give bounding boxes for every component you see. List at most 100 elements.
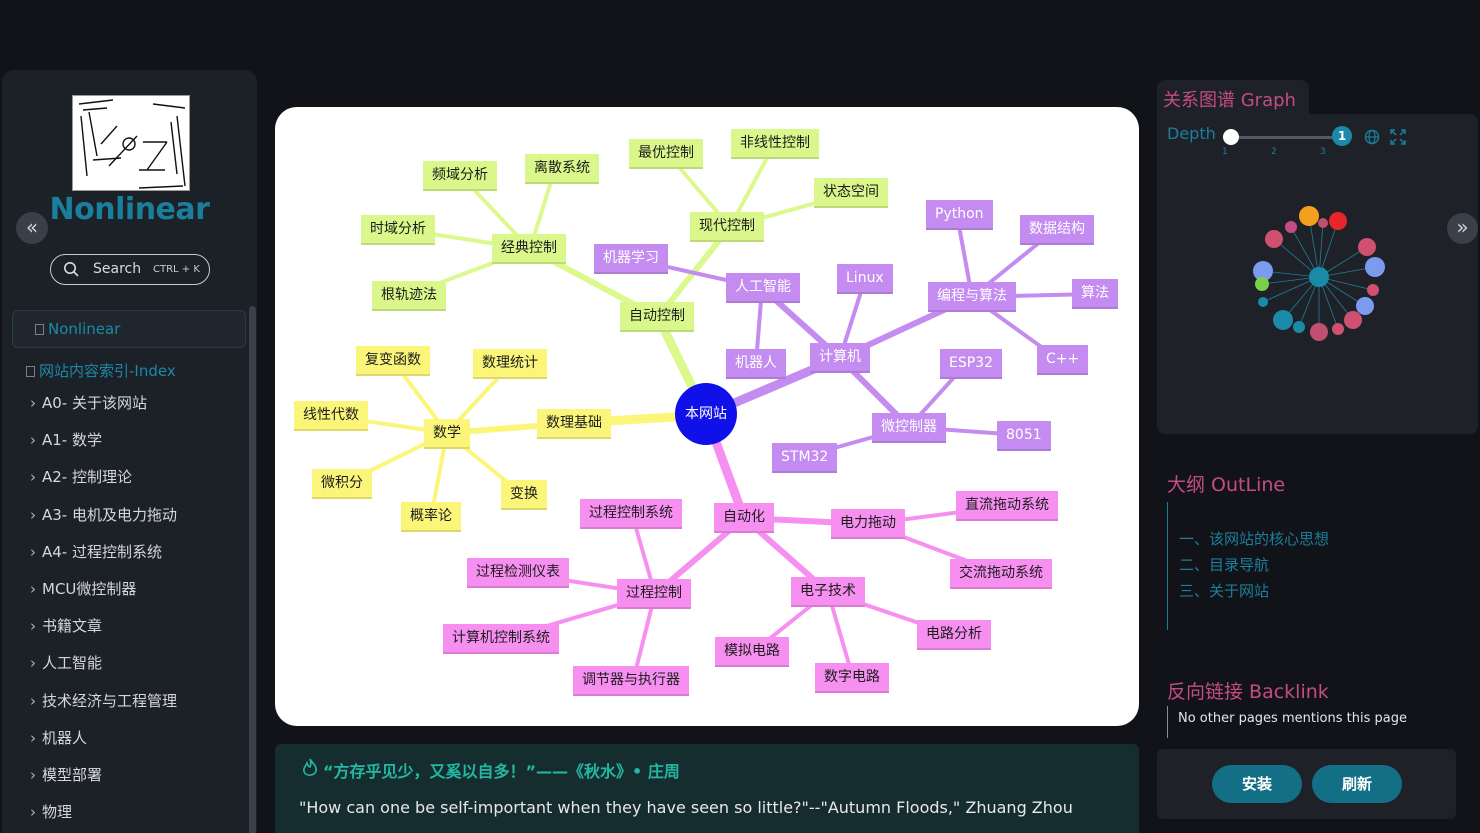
nav-folder-item[interactable]: ›物理 [30, 801, 177, 833]
mindmap-node[interactable]: 时域分析 [361, 215, 435, 245]
outline-item[interactable]: 三、关于网站 [1179, 582, 1270, 600]
mindmap-node[interactable]: 微积分 [312, 469, 372, 499]
relationship-graph[interactable] [1247, 199, 1397, 359]
site-name[interactable]: Nonlinear [49, 192, 210, 227]
chevron-right-icon: › [30, 394, 36, 412]
mindmap-node[interactable]: 算法 [1072, 279, 1118, 309]
nav-folder-label: MCU微控制器 [42, 579, 137, 598]
mindmap-node[interactable]: 概率论 [401, 502, 461, 532]
nav-folder-item[interactable]: ›A1- 数学 [30, 429, 177, 466]
nav-folder-label: A0- 关于该网站 [42, 394, 147, 412]
depth-tick: 1 [1222, 147, 1228, 157]
nav-folder-label: 书籍文章 [42, 617, 103, 636]
expand-icon[interactable] [1390, 129, 1406, 145]
mindmap-node[interactable]: 复变函数 [356, 346, 430, 376]
mindmap-card: 频域分析 离散系统 最优控制 非线性控制 状态空间 时域分析 经典控制 现代控制… [275, 107, 1139, 726]
mindmap-node[interactable]: 电力拖动 [831, 509, 905, 539]
mindmap-node[interactable]: ESP32 [940, 349, 1002, 379]
nav-item-index[interactable]: 网站内容索引-Index [26, 360, 176, 381]
mindmap-node[interactable]: 8051 [997, 421, 1051, 451]
mindmap-node[interactable]: 状态空间 [814, 178, 888, 208]
mindmap-node[interactable]: 离散系统 [525, 154, 599, 184]
depth-slider-track[interactable] [1232, 136, 1342, 139]
nav-folder-item[interactable]: ›A2- 控制理论 [30, 466, 177, 503]
quote-box: “方存乎见少，又奚以自多！”——《秋水》• 庄周 "How can one be… [275, 744, 1139, 833]
chevron-right-icon: › [30, 542, 36, 561]
mindmap-node[interactable]: 编程与算法 [928, 282, 1016, 312]
globe-icon[interactable] [1364, 129, 1380, 145]
chevron-right-icon: › [30, 505, 36, 524]
mindmap-node[interactable]: 计算机 [810, 343, 870, 373]
mindmap-node[interactable]: 机器学习 [594, 244, 668, 274]
mindmap-node[interactable]: 电路分析 [917, 620, 991, 650]
collapse-sidebar-icon[interactable]: « [16, 212, 48, 244]
mindmap-node[interactable]: 电子技术 [791, 577, 865, 607]
mindmap-center-node[interactable]: 本网站 [675, 383, 737, 445]
search-button[interactable]: Search CTRL + K [50, 254, 210, 285]
mindmap-node[interactable]: 根轨迹法 [372, 281, 446, 311]
mindmap-node[interactable]: 过程控制系统 [580, 499, 682, 529]
outline-item[interactable]: 二、目录导航 [1179, 556, 1270, 574]
mindmap-node[interactable]: 数学 [424, 419, 470, 449]
site-logo[interactable] [72, 95, 190, 191]
chevron-right-icon: › [30, 803, 36, 822]
flame-icon [303, 758, 317, 776]
mindmap-node[interactable]: 数字电路 [815, 663, 889, 693]
mindmap-node[interactable]: 人工智能 [726, 273, 800, 303]
mindmap-node[interactable]: 变换 [501, 480, 547, 510]
mindmap-node[interactable]: 频域分析 [423, 161, 497, 191]
mindmap-node[interactable]: 数理统计 [473, 349, 547, 379]
mindmap-node[interactable]: 自动化 [714, 503, 774, 533]
mindmap-node[interactable]: 经典控制 [492, 234, 566, 264]
search-icon [64, 262, 79, 277]
mindmap-node[interactable]: 现代控制 [690, 212, 764, 242]
collapse-right-panel-icon[interactable]: » [1447, 213, 1478, 244]
nav-folder-item[interactable]: › A4- 过程控制系统 [30, 541, 177, 578]
mindmap-node[interactable]: 非线性控制 [731, 129, 819, 159]
left-sidebar: Nonlinear « Search CTRL + K Nonlinear 网站… [2, 70, 257, 833]
nav-item-current[interactable]: Nonlinear [12, 310, 246, 348]
mindmap-node[interactable]: 微控制器 [872, 413, 946, 443]
mindmap-node[interactable]: Python [926, 200, 993, 230]
nav-folder-item[interactable]: ›技术经济与工程管理 [30, 690, 177, 727]
mindmap-node[interactable]: 过程检测仪表 [467, 558, 569, 588]
outline-list: 一、该网站的核心思想 二、目录导航 三、关于网站 [1179, 528, 1329, 606]
backlink-text: No other pages mentions this page [1178, 711, 1407, 726]
mindmap-node[interactable]: 模拟电路 [715, 637, 789, 667]
nav-folder-item[interactable]: › A0- 关于该网站 [30, 392, 177, 429]
nav-folder-item[interactable]: ›A3- 电机及电力拖动 [30, 504, 177, 541]
nav-folder-item[interactable]: ›模型部署 [30, 764, 177, 801]
nav-folder-item[interactable]: ›MCU微控制器 [30, 578, 177, 615]
mindmap-node[interactable]: 过程控制 [617, 579, 691, 609]
mindmap-node[interactable]: 调节器与执行器 [573, 666, 689, 696]
nav-folder-label: A2- 控制理论 [42, 468, 132, 487]
install-button[interactable]: 安装 [1212, 765, 1302, 803]
outline-item[interactable]: 一、该网站的核心思想 [1179, 530, 1330, 548]
depth-label: Depth [1167, 124, 1216, 143]
outline-divider [1167, 502, 1168, 630]
graph-tab[interactable]: 关系图谱 Graph [1157, 80, 1309, 116]
mindmap-node[interactable]: 交流拖动系统 [950, 559, 1052, 589]
nav-folder-item[interactable]: ›书籍文章 [30, 615, 177, 652]
depth-slider-knob[interactable] [1223, 129, 1239, 145]
nav-folder-label: 技术经济与工程管理 [42, 691, 178, 710]
mindmap-node[interactable]: 机器人 [726, 349, 786, 379]
mindmap-node[interactable]: 直流拖动系统 [956, 491, 1058, 521]
sidebar-scrollbar[interactable] [249, 306, 256, 833]
nav-index-label: 网站内容索引-Index [39, 362, 176, 380]
mindmap-node[interactable]: 自动控制 [620, 302, 694, 332]
mindmap-node[interactable]: 线性代数 [294, 401, 368, 431]
mindmap-node[interactable]: Linux [837, 264, 893, 294]
nav-folder-label: 人工智能 [42, 654, 103, 673]
graph-panel: Depth 1 2 3 1 [1157, 114, 1478, 434]
nav-folder-label: A4- 过程控制系统 [42, 542, 162, 561]
nav-folder-item[interactable]: ›机器人 [30, 727, 177, 764]
refresh-button[interactable]: 刷新 [1312, 765, 1402, 803]
mindmap-node[interactable]: 最优控制 [629, 139, 703, 169]
mindmap-node[interactable]: STM32 [772, 443, 838, 473]
mindmap-node[interactable]: 数据结构 [1020, 215, 1094, 245]
mindmap-node[interactable]: 计算机控制系统 [443, 624, 559, 654]
mindmap-node[interactable]: 数理基础 [537, 409, 611, 439]
mindmap-node[interactable]: C++ [1037, 345, 1089, 375]
nav-folder-item[interactable]: ›人工智能 [30, 652, 177, 689]
